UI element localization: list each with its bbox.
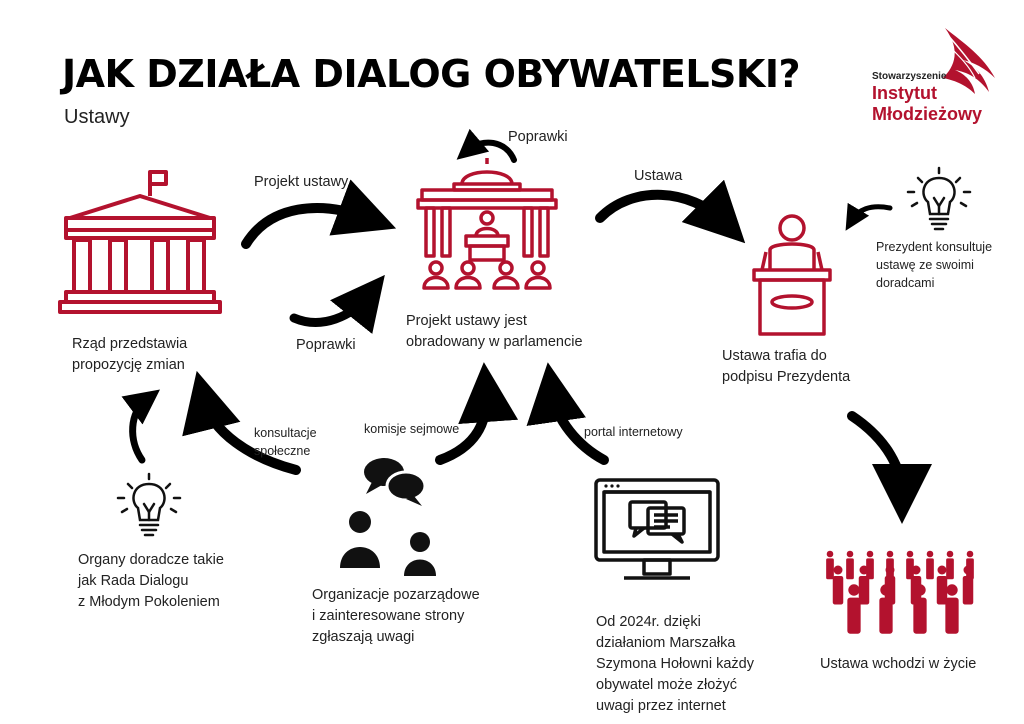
arrow-in-force — [847, 411, 932, 524]
arrow-law — [595, 179, 746, 244]
logo-small-text: Stowarzyszenie — [872, 71, 947, 82]
crowd-person — [866, 550, 874, 580]
arrow-advisory-bodies — [121, 389, 160, 464]
node-in-force: Ustawa wchodzi w życie — [820, 656, 977, 672]
crowd-icon — [826, 550, 974, 634]
crowd-person — [945, 584, 959, 634]
arrow-amendments-lower — [289, 274, 385, 334]
crowd-person — [936, 565, 948, 605]
crowd-person — [913, 584, 927, 634]
chat-bubbles-icon — [364, 458, 427, 506]
government-building-icon — [58, 170, 222, 314]
podium-icon — [752, 214, 832, 336]
logo-line-1: Instytut — [872, 83, 937, 103]
crowd-person — [858, 565, 870, 605]
crowd-person — [846, 550, 854, 580]
arrow-public-consultation — [182, 370, 301, 475]
edge-label-sejm-committees: komisje sejmowe — [364, 422, 460, 436]
arrow-sejm-committees — [435, 362, 519, 465]
crowd-person — [832, 565, 844, 605]
crowd-person — [906, 550, 914, 580]
edge-label-amendments-top: Poprawki — [508, 129, 568, 145]
arrow-web-portal — [526, 362, 609, 465]
crowd-person — [826, 550, 834, 580]
edge-label-bill-project: Projekt ustawy — [254, 174, 349, 190]
crowd-person — [879, 584, 893, 634]
crowd-person — [847, 584, 861, 634]
edge-label-law: Ustawa — [634, 168, 683, 184]
crowd-person — [946, 550, 954, 580]
page-title: JAK DZIAŁA DIALOG OBYWATELSKI? — [62, 52, 801, 96]
arrow-amendments-top — [456, 128, 517, 163]
computer-monitor-icon — [594, 478, 720, 580]
edge-label-web-portal: portal internetowy — [584, 425, 683, 439]
edge-label-amendments-lower: Poprawki — [296, 337, 356, 353]
page-subtitle: Ustawy — [64, 106, 130, 128]
lightbulb-icon — [906, 166, 972, 231]
logo-wing-icon — [943, 28, 995, 94]
parliament-icon — [416, 158, 558, 290]
arrow-bill-project — [241, 179, 397, 249]
lightbulb-icon — [116, 472, 182, 537]
arrow-president-advisors — [845, 202, 893, 231]
logo-line-2: Młodzieżowy — [872, 104, 983, 124]
people-icon — [340, 511, 436, 576]
crowd-person — [962, 565, 974, 605]
crowd-person — [926, 550, 934, 580]
